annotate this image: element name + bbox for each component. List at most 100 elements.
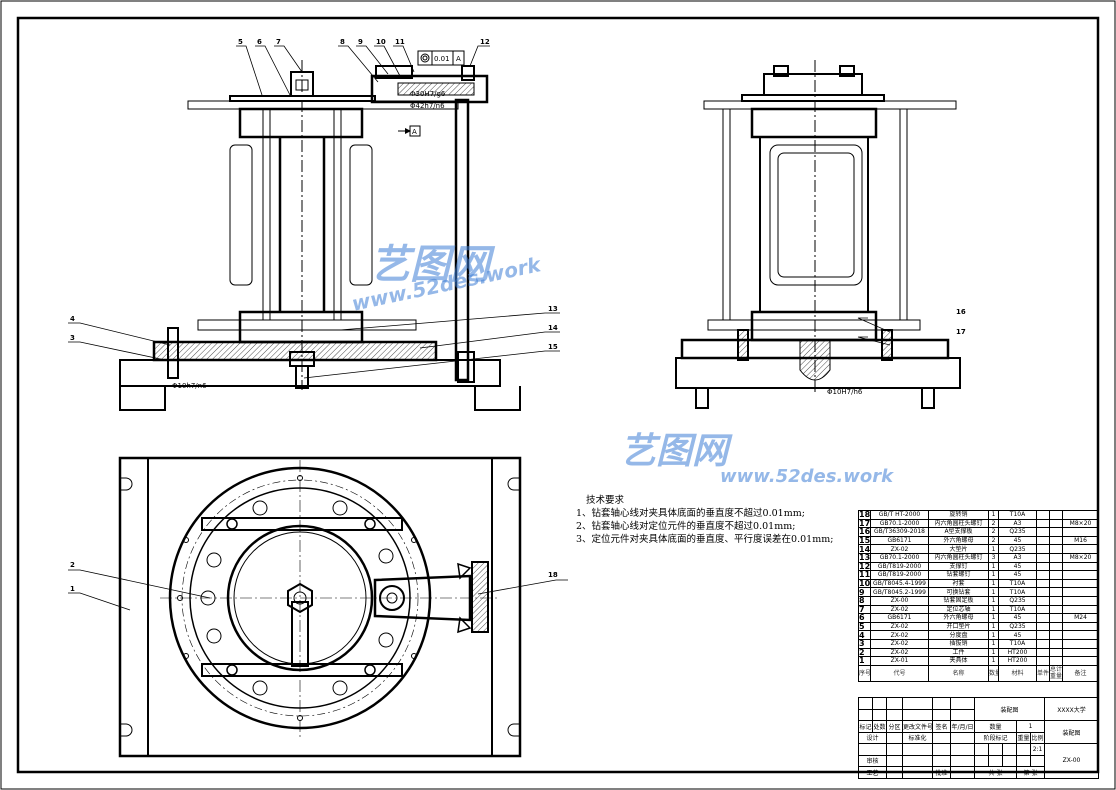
bom-material: HT200 xyxy=(998,647,1037,658)
bom-qty: 1 xyxy=(988,630,999,640)
bom-total-weight xyxy=(1049,544,1063,554)
bom-code: GB6171 xyxy=(870,613,929,623)
bom-unit-weight xyxy=(1036,595,1050,606)
bom-total-weight xyxy=(1049,527,1063,537)
bom-unit-weight xyxy=(1036,647,1050,658)
bom-material: A3 xyxy=(998,552,1037,563)
bom-code: GB6171 xyxy=(870,535,929,546)
bom-material: Q235 xyxy=(998,527,1037,537)
bom-qty: 1 xyxy=(988,613,999,623)
bom-qty: 2 xyxy=(988,527,999,537)
approve-label: 批准 xyxy=(932,766,951,779)
bom-material: Q235 xyxy=(998,621,1037,632)
bom-material: T10A xyxy=(998,638,1037,649)
tech-req-item: 3、定位元件对夹具体底面的垂直度、平行度误差在0.01mm; xyxy=(576,534,834,545)
bom-code: ZX-02 xyxy=(870,630,929,640)
bom-total-weight xyxy=(1049,621,1063,632)
bom-material: Q235 xyxy=(998,544,1037,554)
datum-label: A xyxy=(412,128,417,136)
bom-code: GB/T36309-2018 xyxy=(870,527,929,537)
bom-name: 大垫片 xyxy=(928,544,989,554)
bom-unit-weight xyxy=(1036,561,1050,572)
quantity-label: 数量 xyxy=(974,720,1017,733)
balloon: 14 xyxy=(548,324,558,332)
leader-lines xyxy=(68,45,891,611)
balloon: 10 xyxy=(376,38,386,46)
bom-qty: 1 xyxy=(988,647,999,658)
bom-name: 内六角圆柱头螺钉 xyxy=(928,518,989,529)
bom-name: 外六角螺母 xyxy=(928,613,989,623)
bom-code: GB70.1-2000 xyxy=(870,518,929,529)
bom-qty: 2 xyxy=(988,535,999,546)
bom-material: 45 xyxy=(998,561,1037,572)
balloon: 9 xyxy=(358,38,363,46)
bom-name: 夹具体 xyxy=(928,656,989,666)
tolerance-value: 0.01 xyxy=(434,55,450,63)
bom-unit-weight xyxy=(1036,510,1050,520)
front-view xyxy=(119,50,521,411)
bom-material: 45 xyxy=(998,535,1037,546)
balloon: 7 xyxy=(276,38,281,46)
bom-code: ZX-00 xyxy=(870,595,929,606)
balloon: 12 xyxy=(480,38,490,46)
bom-total-weight xyxy=(1049,604,1063,615)
bom-material: T10A xyxy=(998,510,1037,520)
bom-total-weight xyxy=(1049,535,1063,546)
bom-no: 10 xyxy=(858,578,871,589)
bom-no: 16 xyxy=(858,527,871,537)
bom-name: 钻套固定板 xyxy=(928,595,989,606)
watermark-url: www.52des.work xyxy=(720,466,894,487)
bom-no: 2 xyxy=(858,647,871,658)
watermark-logo: 艺图网 xyxy=(620,431,729,472)
bom-code: GB/T HT-2000 xyxy=(870,510,929,520)
balloon: 4 xyxy=(70,315,75,323)
bom-qty: 1 xyxy=(988,561,999,572)
bom-material: T10A xyxy=(998,578,1037,589)
stage-label: 阶段标记 xyxy=(974,731,1017,744)
drawing-number: ZX-00 xyxy=(1044,743,1100,779)
drawing-name: 装配图 xyxy=(973,697,1046,721)
balloon: 3 xyxy=(70,334,75,342)
bom-remark xyxy=(1062,604,1099,615)
bom-material: 45 xyxy=(998,613,1037,623)
bom-code: ZX-02 xyxy=(870,647,929,658)
bom-remark xyxy=(1062,595,1099,606)
bom-no: 5 xyxy=(858,621,871,632)
datum-label: A xyxy=(456,55,461,63)
bom-unit-weight xyxy=(1036,604,1050,615)
sheet-frame xyxy=(16,16,1100,774)
plan-view xyxy=(118,456,522,758)
bom-code: ZX-02 xyxy=(870,604,929,615)
weight-label: 重量 xyxy=(1050,673,1063,681)
bom-remark: M8×20 xyxy=(1062,552,1099,563)
bom-code: GB70.1-2000 xyxy=(870,552,929,563)
scale-value: 2:1 xyxy=(1029,743,1046,756)
mark-label: 标记 xyxy=(858,720,873,733)
bom-name: 内六角圆柱头螺钉 xyxy=(928,552,989,563)
bom-remark xyxy=(1062,570,1099,580)
balloon: 17 xyxy=(956,328,966,336)
bom-qty: 1 xyxy=(988,621,999,632)
bom-total-weight xyxy=(1049,578,1063,589)
bom-qty: 1 xyxy=(988,604,999,615)
bom-no: 3 xyxy=(858,638,871,649)
quantity-value: 1 xyxy=(1015,720,1046,733)
bom-no: 6 xyxy=(858,613,871,623)
bom-total-weight xyxy=(1049,570,1063,580)
bom-name: 支撑钉 xyxy=(928,561,989,572)
balloon: 1 xyxy=(70,585,75,593)
count-label: 处数 xyxy=(872,720,887,733)
bom-no: 7 xyxy=(858,604,871,615)
bom-unit-weight xyxy=(1036,544,1050,554)
